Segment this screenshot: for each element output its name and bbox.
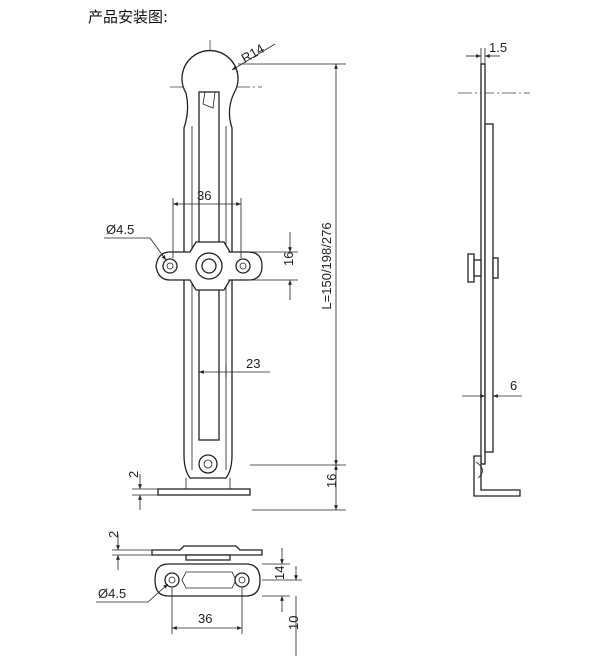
bottom-hole-right-inner [238,576,246,584]
leader-dia-top [149,237,167,261]
side-rivet-right [492,257,499,279]
side-rivet-left [467,253,475,283]
page-title: 产品安装图: [88,8,169,26]
bottom-rivet-inner [203,459,213,469]
dim-label-14: 14 [272,566,287,580]
dim-label-16-mid: 16 [281,252,296,266]
dim-label-length: L=150/198/276 [319,222,334,309]
base-plate [157,488,251,496]
dim-label-6: 6 [510,378,517,393]
bottom-hole-left-inner [168,576,176,584]
bottom-top-rivet [185,554,231,561]
bottom-view: 2 Ø4.5 36 14 10 [96,531,302,656]
bottom-top-profile [151,545,263,556]
dim-label-36-bottom: 36 [198,611,212,626]
leader-dia-bottom [147,583,169,603]
dim-label-1p5: 1.5 [489,40,507,55]
side-profile-inner [484,123,494,453]
bottom-hole-right [234,572,250,588]
mounting-hole-left-inner [166,262,174,270]
dim-label-r14: R14 [239,41,267,66]
dim-label-10: 10 [286,616,301,630]
bottom-plate [154,563,261,597]
bottom-rivet-outer [198,454,218,474]
side-foot-curve [475,461,483,479]
mounting-hole-right [235,258,251,274]
side-foot [473,455,521,497]
dim-label-dia-bottom: Ø4.5 [98,586,126,601]
leader-r14 [231,43,276,71]
dim-label-2-front: 2 [126,471,141,478]
slot-notch [202,91,216,109]
mounting-hole-left [162,258,178,274]
bottom-plate-center [181,571,237,589]
dim-label-36-top: 36 [197,188,211,203]
dim-label-dia-top: Ø4.5 [106,222,134,237]
dim-label-16-bottom: 16 [324,474,339,488]
bottom-hole-left [164,572,180,588]
pivot-rivet-inner [201,258,217,274]
base-legs [185,478,231,489]
dim-label-2-bottom: 2 [106,531,121,538]
dim-label-23: 23 [246,356,260,371]
side-rivet-left-stem [473,259,482,277]
front-view: 36 R14 Ø4.5 16 23 L=150/198/276 16 [104,40,346,511]
side-view: 1.5 6 [458,40,530,497]
mounting-hole-right-inner [239,262,247,270]
